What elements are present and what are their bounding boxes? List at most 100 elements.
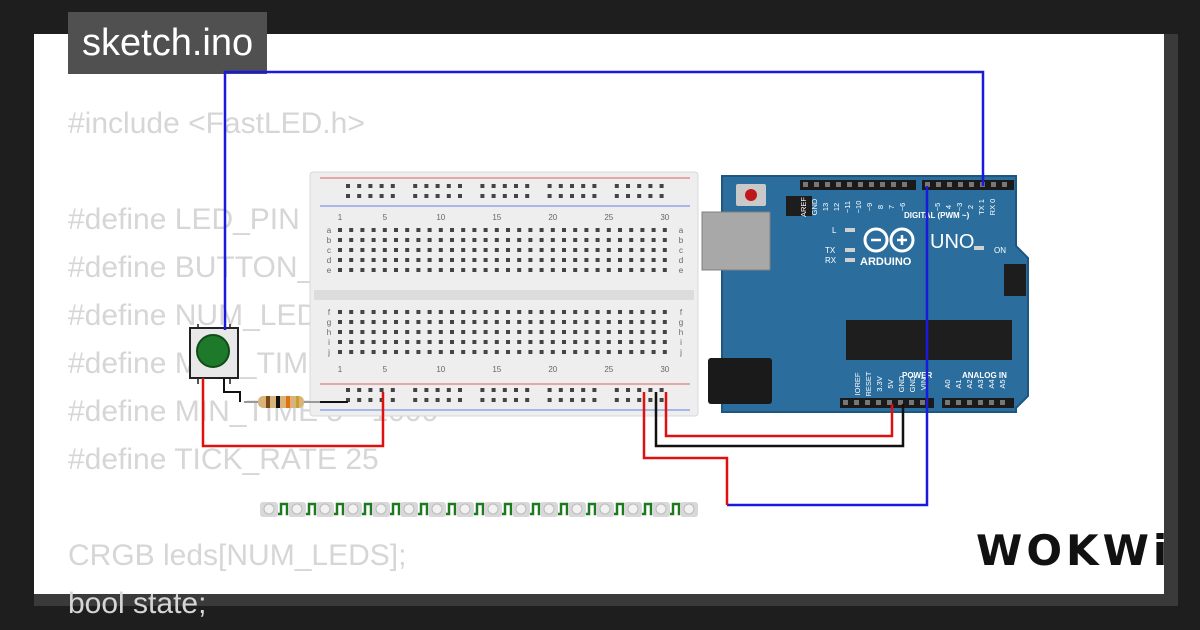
- terminal-hole: [573, 228, 578, 232]
- terminal-hole: [427, 258, 432, 262]
- terminal-hole: [338, 310, 342, 314]
- wire-strip-data-to-pin3: [727, 186, 929, 507]
- arduino-uno[interactable]: UNO ARDUINO DIGITAL (PWM ~) POWER ANALOG…: [701, 175, 1029, 413]
- terminal-hole: [371, 228, 376, 232]
- header-pin[interactable]: [902, 182, 907, 187]
- row-letter: a: [327, 226, 332, 235]
- header-pin[interactable]: [920, 400, 925, 405]
- header-pin[interactable]: [865, 400, 870, 405]
- terminal-hole: [450, 320, 454, 324]
- terminal-hole: [461, 238, 466, 242]
- header-pin[interactable]: [967, 400, 972, 405]
- header-pin[interactable]: [936, 182, 941, 187]
- header-pin[interactable]: [945, 400, 950, 405]
- terminal-hole: [595, 330, 600, 334]
- pin-label: 4: [944, 205, 953, 209]
- header-pin[interactable]: [956, 400, 961, 405]
- header-pin[interactable]: [958, 182, 963, 187]
- terminal-hole: [606, 310, 611, 314]
- terminal-hole: [360, 238, 365, 242]
- terminal-hole: [338, 248, 342, 252]
- terminal-hole: [405, 238, 410, 242]
- rail-hole: [446, 194, 451, 198]
- code-line: #define TICK_RATE 25: [68, 443, 379, 476]
- header-pin[interactable]: [843, 400, 848, 405]
- header-pin[interactable]: [898, 400, 903, 405]
- terminal-hole: [506, 320, 510, 324]
- rail-hole: [357, 388, 362, 392]
- terminal-hole: [640, 320, 645, 324]
- header-pin[interactable]: [925, 182, 930, 187]
- sketch-title-tab[interactable]: sketch.ino: [68, 12, 268, 74]
- header-pin[interactable]: [847, 182, 852, 187]
- header-pin[interactable]: [991, 182, 996, 187]
- pin-label: 12: [832, 203, 841, 211]
- header-pin[interactable]: [1002, 182, 1007, 187]
- header-pin[interactable]: [1000, 400, 1005, 405]
- terminal-hole: [562, 238, 566, 242]
- terminal-hole: [595, 258, 600, 262]
- terminal-hole: [517, 228, 522, 232]
- rail-hole: [525, 184, 530, 188]
- terminal-hole: [629, 350, 634, 354]
- terminal-hole: [662, 320, 667, 324]
- pin-label: A5: [998, 379, 1007, 388]
- header-pin[interactable]: [880, 182, 885, 187]
- header-pin[interactable]: [887, 400, 892, 405]
- led-trace: [558, 502, 569, 516]
- terminal-hole: [506, 258, 510, 262]
- rail-hole: [525, 398, 530, 402]
- wire-button-to-5v-rail: [201, 378, 385, 448]
- terminal-hole: [472, 330, 477, 334]
- terminal-hole: [606, 228, 611, 232]
- terminal-hole: [472, 310, 477, 314]
- header-pin[interactable]: [978, 400, 983, 405]
- header-pin[interactable]: [825, 182, 830, 187]
- header-pin[interactable]: [869, 182, 874, 187]
- terminal-hole: [394, 228, 398, 232]
- header-pin[interactable]: [947, 182, 952, 187]
- terminal-hole: [629, 330, 634, 334]
- terminal-hole: [517, 350, 522, 354]
- rail-hole: [502, 194, 507, 198]
- header-pin[interactable]: [803, 182, 808, 187]
- row-letter: j: [327, 348, 330, 357]
- header-pin[interactable]: [891, 182, 896, 187]
- terminal-hole: [595, 238, 600, 242]
- terminal-hole: [506, 248, 510, 252]
- terminal-hole: [394, 350, 398, 354]
- rail-hole: [659, 398, 664, 402]
- terminal-hole: [494, 258, 499, 262]
- row-letter: e: [679, 266, 684, 275]
- led-pixel-lens: [291, 503, 303, 515]
- header-pin[interactable]: [854, 400, 859, 405]
- terminal-hole: [472, 340, 477, 344]
- reset-button-cap[interactable]: [745, 189, 757, 201]
- terminal-hole: [528, 350, 533, 354]
- terminal-hole: [382, 330, 387, 334]
- header-pin[interactable]: [989, 400, 994, 405]
- terminal-hole: [595, 350, 600, 354]
- row-letter: j: [679, 348, 682, 357]
- terminal-hole: [629, 228, 634, 232]
- terminal-hole: [662, 310, 667, 314]
- header-pin[interactable]: [876, 400, 881, 405]
- rail-hole: [648, 388, 653, 392]
- header-pin[interactable]: [836, 182, 841, 187]
- rail-hole: [458, 184, 462, 188]
- terminal-hole: [349, 268, 354, 272]
- button-cap[interactable]: [196, 334, 230, 368]
- push-button[interactable]: [189, 324, 239, 384]
- header-pin[interactable]: [858, 182, 863, 187]
- led-pixel-lens: [487, 503, 499, 515]
- terminal-hole: [539, 350, 544, 354]
- header-pin[interactable]: [969, 182, 974, 187]
- rail-hole: [346, 398, 350, 402]
- wire-rail-to-strip-vcc: [642, 392, 729, 505]
- rail-hole: [570, 388, 574, 392]
- l-led-label: L: [832, 226, 837, 235]
- header-pin[interactable]: [909, 400, 914, 405]
- header-pin[interactable]: [814, 182, 819, 187]
- terminal-hole: [394, 248, 398, 252]
- top-header-right: [922, 180, 1014, 190]
